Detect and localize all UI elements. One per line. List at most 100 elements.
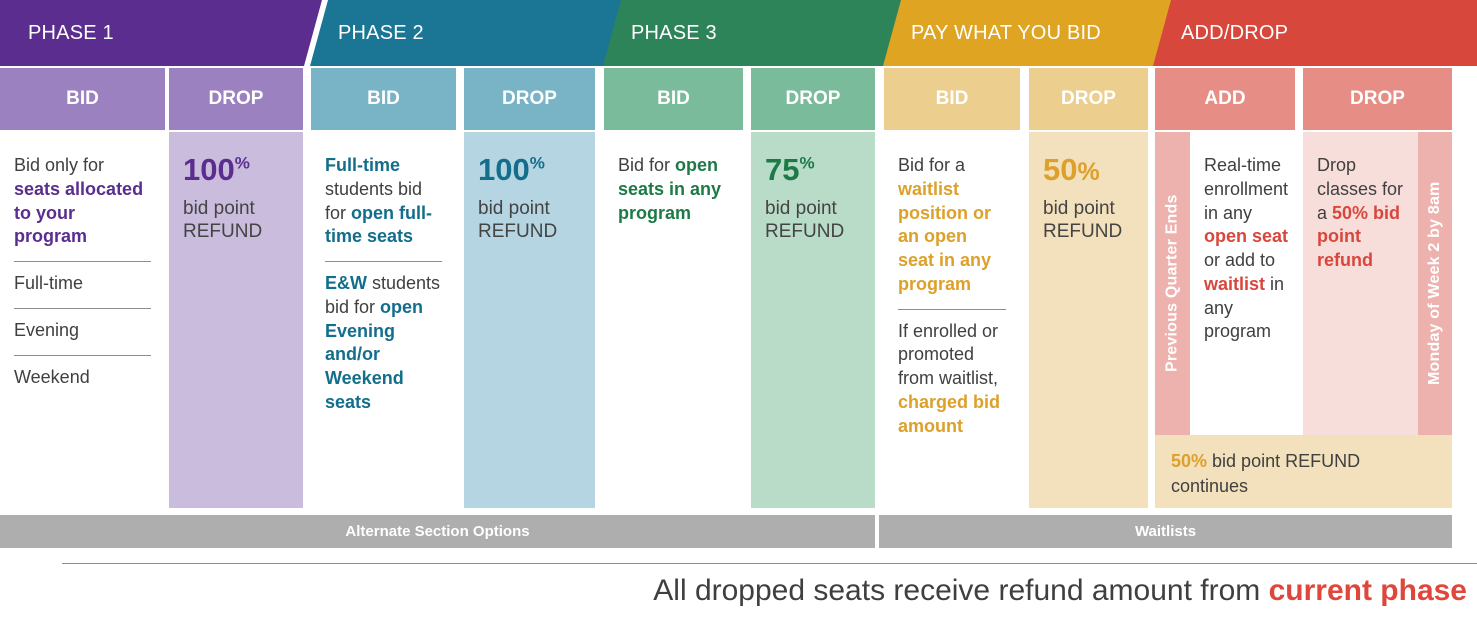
subheader-label: DROP <box>1350 88 1405 109</box>
cell-phase1-bid: Bid only for seats allocated to your pro… <box>0 132 165 508</box>
phase1-bid-lead-plain: Bid only for <box>14 155 105 175</box>
continuation-band: 50% bid point REFUND continues <box>1155 435 1452 508</box>
pwyb-bid-block1: Bid for a waitlist position or an open s… <box>898 154 1006 297</box>
pwyb-refund-percent: 50% <box>1043 152 1134 187</box>
subheader-phase3-bid: BID <box>604 68 743 130</box>
subheader-label: DROP <box>502 88 557 109</box>
phase1-option-evening: Evening <box>14 319 80 340</box>
bottom-divider <box>62 563 1477 564</box>
ad-openseat-bold: open seat <box>1204 226 1289 247</box>
continuation-rest: bid point REFUND continues <box>1171 451 1361 497</box>
subheader-phase1-bid: BID <box>0 68 165 130</box>
adddrop-drop-text: Drop classes for a 50% bid point refund <box>1317 154 1404 273</box>
divider <box>325 261 442 262</box>
cell-phase3-bid: Bid for open seats in any program <box>604 132 743 508</box>
phase1-refund-line1: bid point <box>183 197 255 219</box>
percent-symbol: % <box>234 153 250 173</box>
cell-pwyb-drop: 50% bid point REFUND <box>1029 132 1148 508</box>
phase-title-3: PHASE 3 <box>631 21 717 44</box>
percent-symbol: % <box>799 153 815 173</box>
phase3-bid-text: Bid for open seats in any program <box>618 154 729 225</box>
strip-label: Monday of Week 2 by 8am <box>1426 181 1443 386</box>
cell-adddrop-add: Real-time enrollment in any open seat or… <box>1190 132 1303 435</box>
ad-plain-c: in any program <box>1204 273 1285 342</box>
phase2-bid-block1: Full-time students bid for open full-tim… <box>325 154 442 249</box>
phase1-bid-text: Bid only for seats allocated to your pro… <box>14 154 151 249</box>
divider <box>14 354 151 356</box>
phase3-refund-line1: bid point <box>765 197 837 219</box>
p2-open-fulltime-bold: open full-time seats <box>325 202 432 247</box>
phase-header-phase-3: PHASE 3 <box>603 0 903 66</box>
cell-phase2-bid: Full-time students bid for open full-tim… <box>311 132 456 508</box>
subheader-label: BID <box>367 88 400 109</box>
pwyb-bold-b: charged bid amount <box>898 391 1001 436</box>
phase1-refund-line2: REFUND <box>183 221 263 243</box>
percent-value: 75 <box>765 152 800 187</box>
subheader-label: BID <box>935 88 969 109</box>
cell-adddrop-drop: Drop classes for a 50% bid point refund <box>1303 132 1418 435</box>
phase-title-1: PHASE 1 <box>28 21 114 44</box>
cell-pwyb-bid: Bid for a waitlist position or an open s… <box>884 132 1020 508</box>
pwyb-plain-a: Bid for a <box>898 155 966 175</box>
subheader-pwyb-drop: DROP <box>1029 68 1148 130</box>
p2-plain-a: students bid for <box>325 178 423 223</box>
phase-header-phase-2: PHASE 2 <box>310 0 623 66</box>
p2-plain-b: students bid for <box>325 273 441 317</box>
divider <box>898 308 1006 310</box>
ad-plain-a: Real-time enrollment in any <box>1204 155 1289 223</box>
category-bar-waitlists: Waitlists <box>879 515 1452 548</box>
p2-ew-bold: E&W <box>325 273 367 293</box>
phase2-refund-percent: 100% <box>478 152 581 187</box>
category-bar-label: Waitlists <box>1134 523 1197 540</box>
pwyb-refund-line1: bid point <box>1043 197 1115 219</box>
subheader-label: BID <box>657 88 690 109</box>
ad-plain-b: or add to <box>1204 250 1276 270</box>
phase2-refund-line1: bid point <box>478 197 550 219</box>
strip-label: Previous Quarter Ends <box>1163 194 1181 373</box>
phase3-refund-percent: 75% <box>765 152 861 187</box>
phase2-bid-block2: E&W students bid for open Evening and/or… <box>325 272 442 415</box>
divider <box>14 261 151 262</box>
percent-value: 50 <box>1043 152 1078 187</box>
subheader-adddrop-add: ADD <box>1155 68 1295 130</box>
pwyb-refund-line2: REFUND <box>1043 221 1123 243</box>
footer-plain: All dropped seats receive refund amount … <box>653 574 1269 607</box>
subheader-label: DROP <box>1061 88 1116 109</box>
phase-title-4: PAY WHAT YOU BID <box>911 21 1101 44</box>
pwyb-bold-a: waitlist position or an open seat in any… <box>898 178 992 294</box>
percent-symbol: % <box>529 153 545 173</box>
p2-open-ew-bold: open Evening and/or Weekend seats <box>325 296 424 412</box>
phase-title-2: PHASE 2 <box>338 21 424 44</box>
phase1-option-weekend: Weekend <box>14 366 90 387</box>
subheader-phase3-drop: DROP <box>751 68 875 130</box>
subheader-adddrop-drop: DROP <box>1303 68 1452 130</box>
strip-previous-quarter-ends: Previous Quarter Ends <box>1155 132 1190 435</box>
subheader-phase2-bid: BID <box>311 68 456 130</box>
phase1-refund-percent: 100% <box>183 152 289 187</box>
percent-value: 100 <box>183 152 235 187</box>
continuation-percent: 50% <box>1171 451 1208 471</box>
phase1-option-fulltime: Full-time <box>14 273 84 293</box>
adddrop-add-text: Real-time enrollment in any open seat or… <box>1204 154 1289 344</box>
footer-note: All dropped seats receive refund amount … <box>0 574 1477 608</box>
pwyb-plain-b: If enrolled or promoted from waitlist, <box>898 320 999 389</box>
p3-plain: Bid for <box>618 155 676 175</box>
subheader-label: DROP <box>785 88 841 109</box>
percent-value: 100 <box>478 152 530 187</box>
subheader-label: ADD <box>1204 88 1246 109</box>
footer-highlight: current phase <box>1268 574 1467 607</box>
cell-phase2-drop: 100% bid point REFUND <box>464 132 595 508</box>
category-bar-label: Alternate Section Options <box>345 523 530 540</box>
cell-phase3-drop: 75% bid point REFUND <box>751 132 875 508</box>
ad-drop-plain: Drop classes for a <box>1317 155 1404 223</box>
divider <box>14 307 151 309</box>
subheader-pwyb-bid: BID <box>884 68 1020 130</box>
subheader-phase1-drop: DROP <box>169 68 303 130</box>
phase-header-phase-1: PHASE 1 <box>0 0 322 66</box>
phase-header-pay-what-you-bid: PAY WHAT YOU BID <box>883 0 1173 66</box>
cell-phase1-drop: 100% bid point REFUND <box>169 132 303 508</box>
ad-drop-bold: 50% bid point refund <box>1317 202 1401 271</box>
category-bar-alternate-section-options: Alternate Section Options <box>0 515 875 548</box>
phase3-refund-line2: REFUND <box>765 221 845 243</box>
